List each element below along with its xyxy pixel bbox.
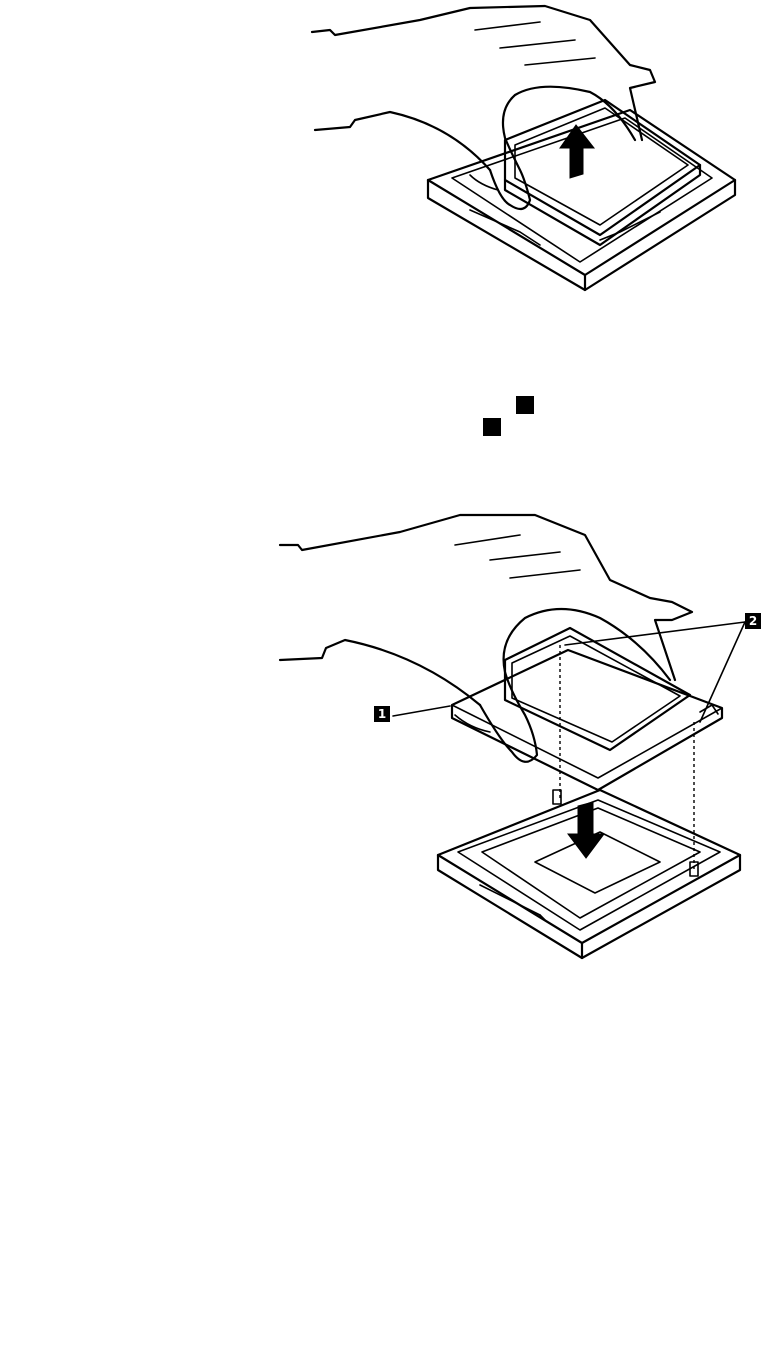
remove-microprocessor-illustration xyxy=(0,0,768,300)
insert-down-arrow xyxy=(568,802,604,858)
callout-1-label: 1 xyxy=(374,706,390,722)
processor-carrier xyxy=(452,650,722,790)
callout-marker-2 xyxy=(483,418,501,436)
install-microprocessor-drawing xyxy=(0,500,768,980)
callout-2-label: 2 xyxy=(745,613,761,629)
remove-microprocessor-drawing xyxy=(0,0,768,300)
callout-marker-1 xyxy=(516,396,534,414)
install-microprocessor-illustration: 1 2 xyxy=(0,500,768,980)
